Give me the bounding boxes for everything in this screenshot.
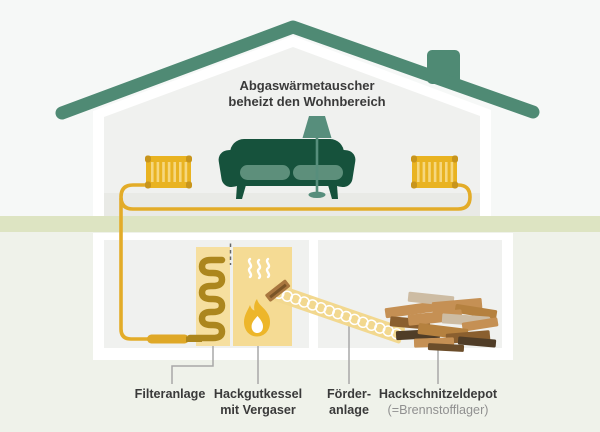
wood-chip-inlet — [265, 279, 291, 302]
radiator-right — [411, 155, 458, 189]
label-hackschnitzeldepot: Hackschnitzeldepot — [379, 387, 498, 401]
roof — [55, 20, 540, 120]
label-filteranlage: Filteranlage — [135, 387, 206, 401]
floor-lamp — [302, 116, 332, 198]
title-line-2: beheizt den Wohnbereich — [228, 94, 385, 109]
title-line-1: Abgaswärmetauscher — [239, 78, 374, 93]
sofa-leg-right — [328, 185, 338, 199]
sofa-leg-left — [236, 185, 246, 199]
filter-inlet-nozzle — [147, 334, 189, 344]
filter-coil — [186, 256, 226, 342]
lamp-pole — [315, 138, 319, 192]
leader-line-filter — [171, 344, 214, 384]
filter-inlet-stub — [186, 336, 202, 342]
label-brennstofflager: (=Brennstofflager) — [388, 403, 489, 417]
living-room-floor — [104, 193, 480, 216]
conveyor-auger — [270, 283, 405, 344]
heating-pipe-loop — [119, 183, 472, 211]
ground-band — [0, 216, 600, 232]
wood-chip-pile — [384, 291, 499, 352]
label-foerderanlage-1: Förder- — [327, 387, 371, 401]
lamp-shade — [302, 116, 332, 138]
heating-pipe-down — [119, 197, 154, 341]
living-room-interior — [104, 47, 480, 216]
lamp-base — [308, 191, 326, 198]
sofa-cushion-left — [240, 165, 290, 180]
label-hackgutkessel-2: mit Vergaser — [220, 403, 296, 417]
radiator-left — [145, 155, 192, 189]
label-hackgutkessel-1: Hackgutkessel — [214, 387, 302, 401]
flame-icon — [244, 299, 270, 337]
steam-icon — [247, 257, 271, 280]
label-foerderanlage-2: anlage — [329, 403, 369, 417]
